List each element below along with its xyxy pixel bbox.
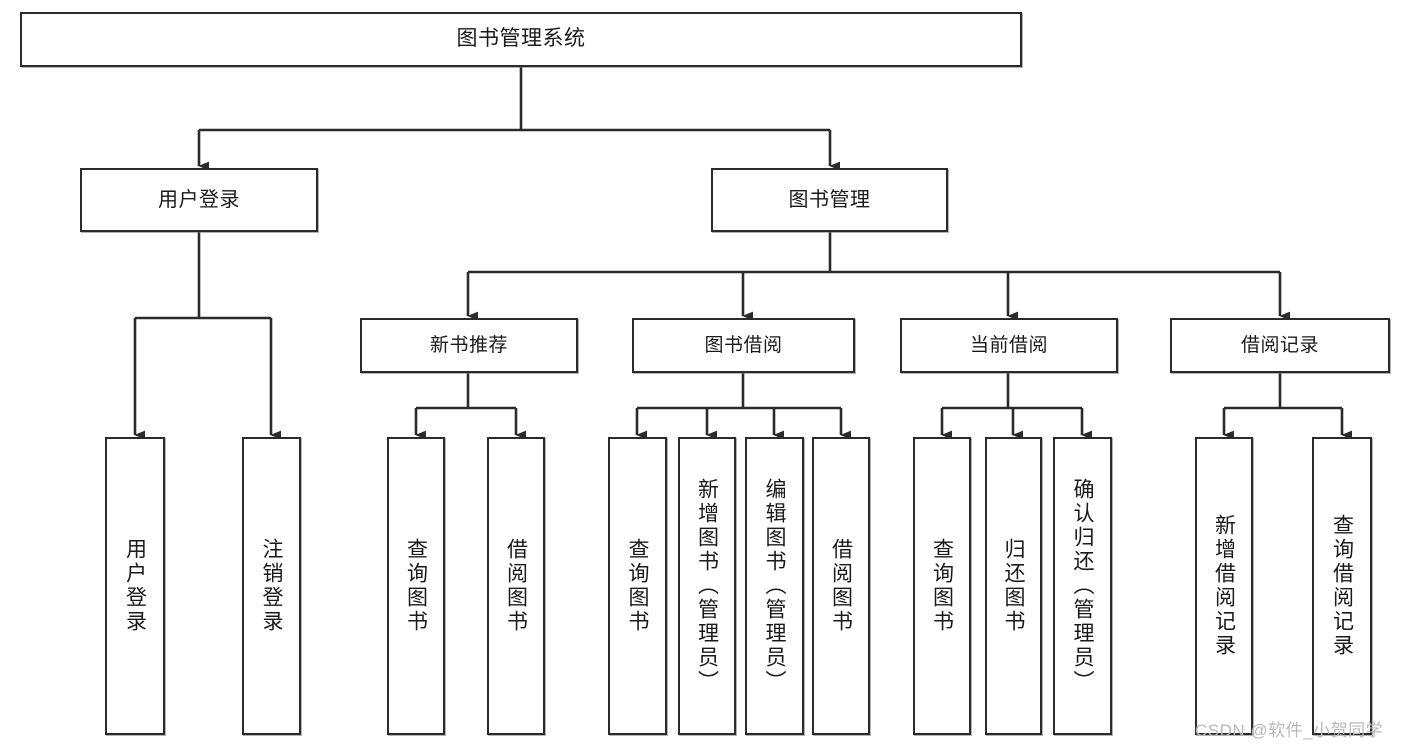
leaf-node-label: 注销登录 xyxy=(260,538,283,634)
node-current-borrow-label: 当前借阅 xyxy=(969,334,1048,356)
leaf-node-label: 查询图书 xyxy=(930,538,954,634)
node-borrow-record[interactable]: 借阅记录 xyxy=(1170,318,1390,373)
leaf-node[interactable]: 查询图书 xyxy=(387,437,445,735)
node-root-book-management-system[interactable]: 图书管理系统 xyxy=(20,12,1022,67)
leaf-node[interactable]: 新增借阅记录 xyxy=(1195,437,1253,735)
node-book-borrow[interactable]: 图书借阅 xyxy=(632,318,855,373)
leaf-node[interactable]: 借阅图书 xyxy=(812,437,870,735)
leaf-node[interactable]: 新增图书（管理员） xyxy=(678,437,736,735)
leaf-node-label: 查询借阅记录 xyxy=(1330,514,1354,658)
leaf-node-label: 编辑图书（管理员） xyxy=(763,478,786,694)
leaf-node-label: 查询图书 xyxy=(626,538,649,634)
leaf-node-label: 查询图书 xyxy=(404,538,428,634)
node-user-login[interactable]: 用户登录 xyxy=(80,168,318,232)
leaf-node[interactable]: 用户登录 xyxy=(105,437,165,735)
leaf-node[interactable]: 注销登录 xyxy=(242,437,301,735)
node-root-label: 图书管理系统 xyxy=(456,27,586,51)
leaf-node-label: 归还图书 xyxy=(1002,538,1025,634)
leaf-node-label: 借阅图书 xyxy=(829,538,853,634)
node-book-management[interactable]: 图书管理 xyxy=(711,168,948,232)
leaf-node[interactable]: 归还图书 xyxy=(985,437,1042,735)
csdn-watermark: CSDN @软件_小贺同学 xyxy=(1195,721,1384,740)
leaf-node[interactable]: 查询图书 xyxy=(913,437,971,735)
node-user-login-label: 用户登录 xyxy=(158,188,240,211)
leaf-node[interactable]: 编辑图书（管理员） xyxy=(745,437,804,735)
leaf-node[interactable]: 查询图书 xyxy=(608,437,667,735)
leaf-node[interactable]: 确认归还（管理员） xyxy=(1053,437,1112,735)
node-new-book-recommend[interactable]: 新书推荐 xyxy=(360,318,578,373)
node-book-management-label: 图书管理 xyxy=(788,188,871,211)
leaf-node[interactable]: 借阅图书 xyxy=(487,437,545,735)
leaf-node[interactable]: 查询借阅记录 xyxy=(1312,437,1372,735)
node-borrow-record-label: 借阅记录 xyxy=(1240,334,1319,356)
leaf-node-label: 确认归还（管理员） xyxy=(1071,478,1094,694)
leaf-node-label: 用户登录 xyxy=(123,538,147,634)
node-new-book-recommend-label: 新书推荐 xyxy=(429,334,508,356)
node-book-borrow-label: 图书借阅 xyxy=(704,334,783,356)
leaf-node-label: 新增借阅记录 xyxy=(1212,514,1236,658)
leaf-node-label: 新增图书（管理员） xyxy=(695,478,719,694)
node-current-borrow[interactable]: 当前借阅 xyxy=(900,318,1118,373)
leaf-node-label: 借阅图书 xyxy=(504,538,528,634)
